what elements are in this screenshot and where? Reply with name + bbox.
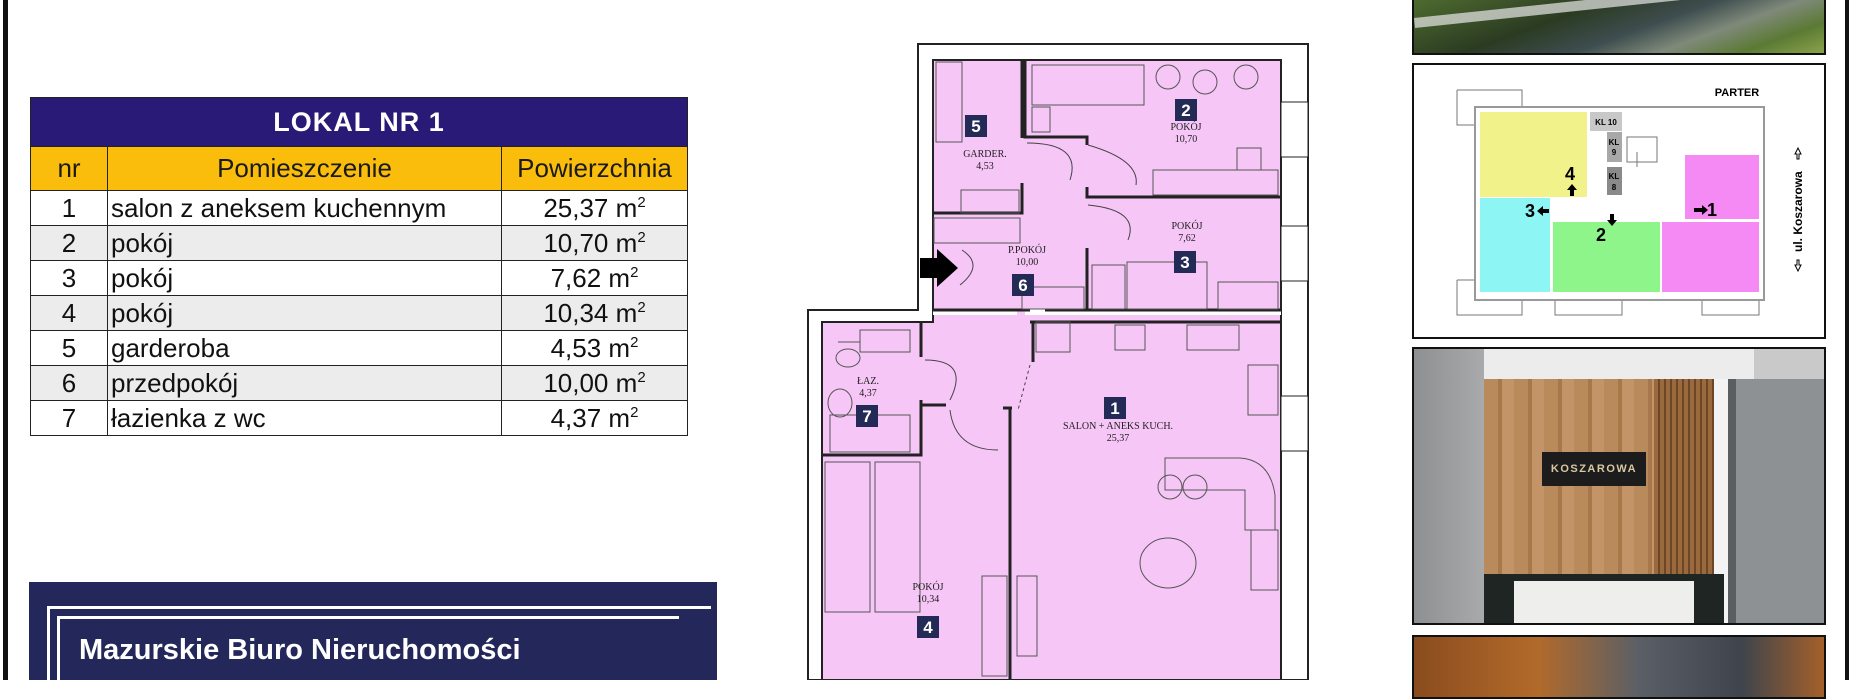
room-badge: 4 [917, 616, 939, 638]
frame-line [57, 616, 60, 680]
frame-line [47, 606, 711, 609]
page-border-right [1845, 0, 1849, 680]
room-number: 6 [30, 365, 108, 401]
walls-and-fill [807, 43, 1309, 680]
room-name-label: ŁAZ. [857, 376, 879, 387]
room-name-label: P.POKÓJ [1008, 244, 1046, 256]
svg-text:6: 6 [1018, 276, 1027, 295]
room-name: pokój [107, 260, 502, 296]
room-name-label: GARDER. [963, 149, 1007, 160]
room-number: 5 [30, 330, 108, 366]
agency-name: Mazurskie Biuro Nieruchomości [79, 634, 521, 666]
frame-line [47, 606, 50, 680]
room-name-label: POKÓJ [912, 581, 943, 593]
mini-unit-number: 1 [1707, 200, 1717, 220]
room-area-label: 7,62 [1178, 233, 1196, 244]
entrance-arrow-icon [920, 249, 958, 287]
storage-label: 8 [1612, 183, 1617, 192]
frame-line [57, 616, 679, 619]
table-row: 6 przedpokój 10,00 m2 [30, 365, 688, 401]
room-name: garderoba [107, 330, 502, 366]
svg-text:5: 5 [971, 117, 980, 136]
room-number: 7 [30, 400, 108, 436]
svg-text:2: 2 [1181, 101, 1190, 120]
svg-text:7: 7 [862, 407, 871, 426]
room-name: salon z aneksem kuchennym [107, 190, 502, 226]
svg-text:3: 3 [1180, 253, 1189, 272]
page-border-left [3, 0, 8, 680]
room-area-label: 10,34 [917, 594, 940, 605]
svg-text:4: 4 [923, 618, 933, 637]
table-row: 7 łazienka z wc 4,37 m2 [30, 400, 688, 436]
room-badge: 7 [856, 405, 878, 427]
room-area: 4,53 m2 [501, 330, 688, 366]
room-area: 4,37 m2 [501, 400, 688, 436]
room-badge: 5 [965, 115, 987, 137]
column-header-nr: nr [30, 146, 108, 191]
mini-unit-2 [1553, 222, 1660, 292]
room-name-label: SALON + ANEKS KUCH. [1063, 421, 1173, 432]
lobby-sign: KOSZAROWA [1542, 452, 1646, 486]
agency-banner: Mazurskie Biuro Nieruchomości [29, 582, 717, 680]
room-area: 25,37 m2 [501, 190, 688, 226]
room-name: przedpokój [107, 365, 502, 401]
table-row: 5 garderoba 4,53 m2 [30, 330, 688, 366]
room-area-label: 25,37 [1107, 433, 1130, 444]
room-number: 3 [30, 260, 108, 296]
mini-plan-title: PARTER [1715, 87, 1759, 99]
column-header-room: Pomieszczenie [107, 146, 502, 191]
arrow-down-icon [1794, 259, 1802, 273]
mini-plan-svg: PARTER KL 10 KL 9 KL 8 1 2 3 4 ul. Kosza… [1456, 87, 1805, 316]
room-area: 10,70 m2 [501, 225, 688, 261]
storage-label: KL [1609, 138, 1620, 147]
room-number: 4 [30, 295, 108, 331]
building-exterior-photo [1412, 635, 1826, 699]
table-row: 3 pokój 7,62 m2 [30, 260, 688, 296]
table-row: 2 pokój 10,70 m2 [30, 225, 688, 261]
room-area-label: 10,70 [1175, 134, 1198, 145]
mini-unit-4 [1480, 112, 1587, 197]
storage-label: 9 [1612, 148, 1617, 157]
garden-photo [1412, 0, 1826, 55]
room-badge: 6 [1012, 274, 1034, 296]
room-name: pokój [107, 225, 502, 261]
room-area-label: 4,53 [976, 161, 994, 172]
street-label: ul. Koszarowa [1791, 171, 1805, 252]
mini-unit-number: 2 [1596, 225, 1606, 245]
mini-unit-3 [1480, 198, 1550, 292]
mini-unit-number: 4 [1565, 164, 1575, 184]
building-ground-floor-plan: PARTER KL 10 KL 9 KL 8 1 2 3 4 ul. Kosza… [1412, 63, 1826, 339]
room-area: 10,00 m2 [501, 365, 688, 401]
rooms-table: LOKAL NR 1 nr Pomieszczenie Powierzchnia… [30, 97, 688, 436]
room-badge: 2 [1175, 99, 1197, 121]
room-area-label: 4,37 [859, 388, 877, 399]
room-badge: 1 [1104, 397, 1126, 419]
room-name-label: POKÓJ [1171, 220, 1202, 232]
room-badge: 3 [1174, 251, 1196, 273]
lobby-photo: KOSZAROWA [1412, 347, 1826, 625]
room-area-label: 10,00 [1016, 257, 1039, 268]
mini-unit-number: 3 [1525, 201, 1535, 221]
room-name: łazienka z wc [107, 400, 502, 436]
room-area: 10,34 m2 [501, 295, 688, 331]
room-name: pokój [107, 295, 502, 331]
room-name-label: POKÓJ [1170, 121, 1201, 133]
svg-text:1: 1 [1110, 399, 1119, 418]
mini-unit-1-lower [1662, 222, 1759, 292]
table-row: 1 salon z aneksem kuchennym 25,37 m2 [30, 190, 688, 226]
column-header-area: Powierzchnia [501, 146, 688, 191]
table-title: LOKAL NR 1 [30, 97, 688, 147]
table-row: 4 pokój 10,34 m2 [30, 295, 688, 331]
room-number: 1 [30, 190, 108, 226]
storage-label: KL [1609, 172, 1620, 181]
room-area: 7,62 m2 [501, 260, 688, 296]
storage-label: KL 10 [1595, 118, 1617, 127]
arrow-up-icon [1794, 146, 1802, 160]
room-number: 2 [30, 225, 108, 261]
